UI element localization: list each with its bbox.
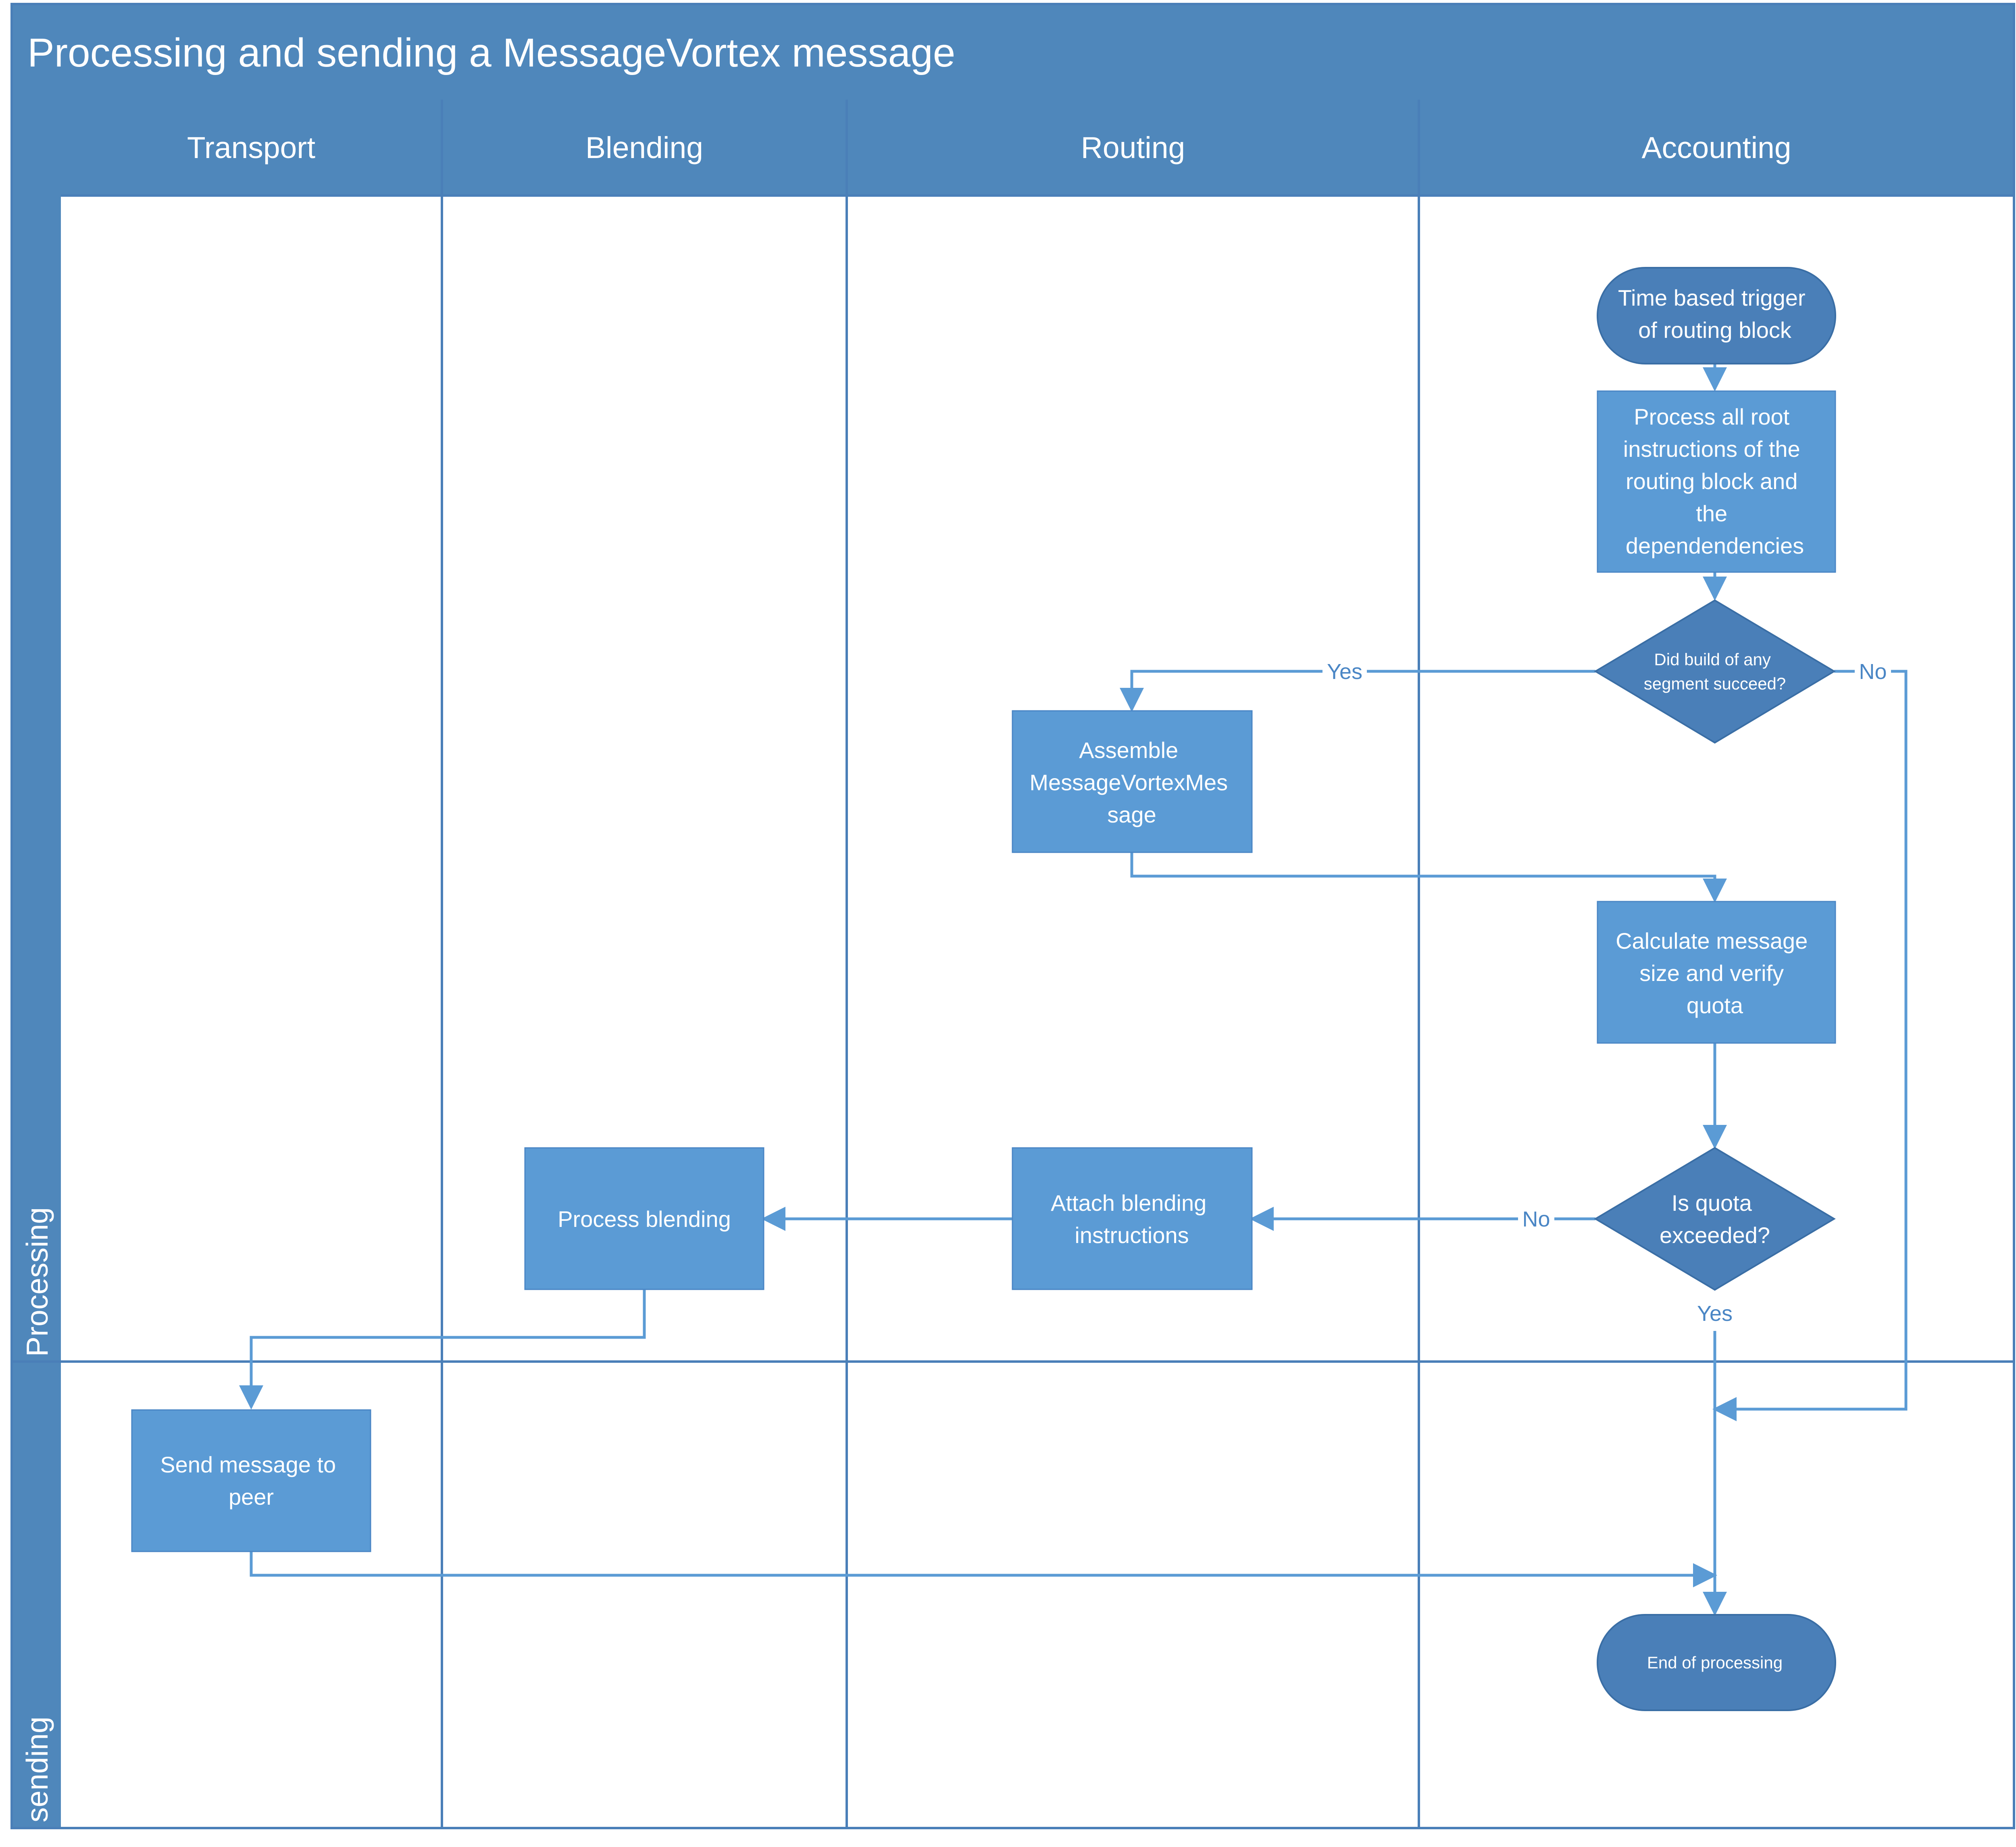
- process-blending-box: [524, 1147, 764, 1290]
- edge-label-bg: [1693, 1299, 1737, 1327]
- column-header-blending: [442, 100, 847, 196]
- edge-decision-yes: [1120, 670, 1595, 712]
- title-bar: [12, 4, 2014, 100]
- assemble-label: Assemble MessageVortexMes sage: [1029, 737, 1234, 827]
- process-root-label: Process all root instructions of the rou…: [1623, 404, 1806, 558]
- column-header-accounting: [1419, 100, 2014, 196]
- assemble-box: [1012, 710, 1253, 853]
- end-terminal-label: End of processing: [1647, 1653, 1783, 1672]
- end-terminal: [1597, 1614, 1836, 1711]
- edge-send-to-end: [250, 1551, 1717, 1587]
- process-root-box: [1597, 390, 1836, 573]
- diagram-frame: [10, 3, 2015, 1829]
- edge-assemble-to-calc: [1130, 852, 1727, 903]
- quota-decision-diamond: [1594, 1147, 1836, 1291]
- column-label-blending: Blending: [585, 131, 703, 165]
- edge-label-bg: [1855, 657, 1891, 685]
- row-header-strip: [12, 100, 61, 1828]
- calculate-quota-label: Calculate message size and verify quota: [1616, 928, 1814, 1018]
- column-label-accounting: Accounting: [1641, 131, 1791, 165]
- row-label-sending: sending: [20, 1716, 54, 1822]
- attach-blending-box: [1012, 1147, 1253, 1290]
- calculate-quota-box: [1597, 901, 1836, 1044]
- start-terminal: [1597, 267, 1836, 364]
- diagram-title: Processing and sending a MessageVortex m…: [27, 30, 955, 75]
- quota-decision-label: Is quota exceeded?: [1660, 1190, 1770, 1248]
- edge-label-quota-yes: Yes: [1697, 1301, 1733, 1326]
- edge-label-build-no: No: [1859, 660, 1887, 684]
- row-label-processing: Processing: [20, 1207, 54, 1357]
- edge-blending-to-send: [239, 1289, 646, 1410]
- process-blending-label: Process blending: [558, 1206, 731, 1232]
- send-peer-box: [131, 1409, 371, 1552]
- column-label-routing: Routing: [1081, 131, 1185, 165]
- start-terminal-label: Time based trigger of routing block: [1618, 285, 1812, 343]
- build-decision-label: Did build of any segment succeed?: [1644, 650, 1786, 693]
- column-header-routing: [847, 100, 1419, 196]
- edge-label-bg: [1518, 1205, 1554, 1233]
- column-label-transport: Transport: [187, 131, 315, 165]
- edge-label-quota-no: No: [1522, 1207, 1550, 1231]
- build-decision-diamond: [1594, 599, 1836, 744]
- attach-blending-label: Attach blending instructions: [1051, 1190, 1213, 1248]
- edge-label-bg: [1322, 657, 1367, 685]
- column-header-transport: [61, 100, 442, 196]
- send-peer-label: Send message to peer: [160, 1452, 342, 1510]
- edge-label-build-yes: Yes: [1327, 660, 1362, 684]
